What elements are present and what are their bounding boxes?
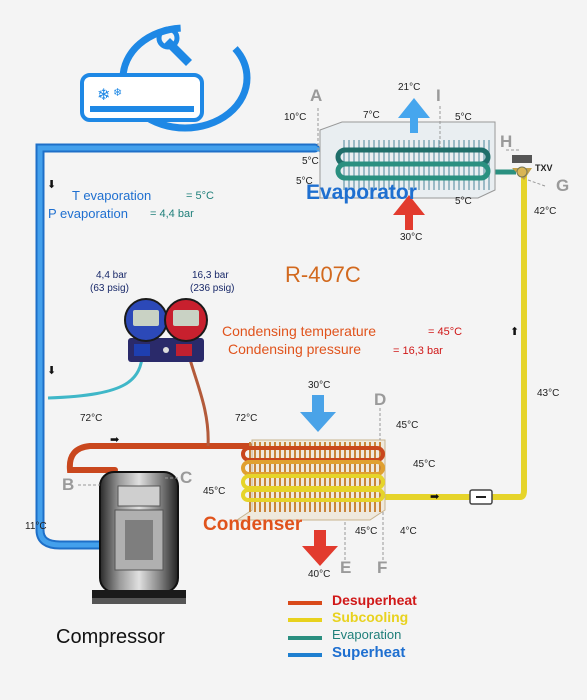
discharge-line [66, 443, 253, 473]
temp-air-out-evaporator: 21°C [398, 82, 421, 93]
txv-valve [512, 155, 532, 180]
filter-drier [469, 489, 493, 505]
point-label-e: E [340, 558, 352, 577]
svg-text:❄: ❄ [113, 87, 122, 99]
legend-label-evaporation: Evaporation [332, 627, 402, 642]
point-label-h: H [500, 132, 513, 151]
temp-discharge-mid: 72°C [235, 413, 258, 424]
air-conditioner-icon: ❄ ❄ [80, 24, 251, 132]
condensing-pressure-label: Condensing pressure [228, 341, 362, 357]
temp-evaporator-bottom: 5°C [455, 196, 472, 207]
point-label-f: F [377, 558, 388, 577]
evaporator-air-out-arrow [398, 98, 430, 133]
condenser-coil [235, 439, 386, 521]
point-label-g: G [556, 176, 570, 195]
condenser-air-in-arrow [300, 395, 336, 432]
point-label-d: D [374, 390, 387, 409]
temp-air-in-evaporator: 30°C [400, 232, 423, 243]
high-gauge-pressure-bar: 16,3 bar [192, 270, 229, 281]
temp-evaporator-inlet: 5°C [302, 156, 319, 167]
point-label-b: B [62, 475, 75, 494]
low-gauge-pressure-bar: 4,4 bar [96, 270, 128, 281]
point-label-i: I [436, 86, 441, 105]
evaporation-temp-label: T evaporation [72, 188, 152, 203]
condenser-air-out-arrow [302, 530, 338, 566]
liquid-line [382, 172, 527, 500]
txv-label: TXV [535, 163, 553, 173]
condensing-temp-value: = 45°C [428, 326, 463, 338]
condensing-temp-label: Condensing temperature [222, 323, 377, 339]
legend-swatch-superheat [288, 653, 322, 657]
temp-evaporator-top: 5°C [455, 112, 472, 123]
svg-text:❄: ❄ [97, 87, 110, 104]
high-side-hose [186, 351, 210, 447]
low-gauge-pressure-psig: (63 psig) [90, 283, 129, 294]
high-gauge-pressure-psig: (236 psig) [190, 283, 235, 294]
compressor-body [92, 471, 186, 604]
evaporator-coil [319, 121, 496, 199]
legend-swatch-evaporation [288, 636, 322, 640]
legend-label-desuperheat: Desuperheat [332, 592, 417, 608]
temp-condenser-left: 45°C [203, 486, 226, 497]
temp-air-in-condenser: 30°C [308, 380, 331, 391]
evaporator-title: Evaporator [306, 181, 417, 204]
evaporation-temp-value: = 5°C [186, 190, 214, 202]
evaporator-air-in-arrow [393, 195, 425, 230]
legend-swatch-subcooling [288, 618, 322, 622]
evaporation-pressure-value: = 4,4 bar [150, 208, 194, 220]
condenser-title: Condenser [203, 514, 303, 535]
temp-evaporator-left: 5°C [296, 176, 313, 187]
temp-condenser-top: 45°C [396, 420, 419, 431]
flow-arrow-down-1: ⬇ [47, 179, 56, 191]
refrigerant-label: R-407C [285, 262, 361, 287]
gauge-manifold [124, 298, 208, 362]
temp-air-out-condenser: 40°C [308, 569, 331, 580]
flow-arrow-down-2: ⬇ [47, 365, 56, 377]
legend-label-subcooling: Subcooling [332, 609, 409, 625]
flow-arrow-right-2: ➡ [430, 491, 439, 503]
temp-liquid-line: 43°C [537, 388, 560, 399]
temp-txv-inlet: 42°C [534, 206, 557, 217]
legend-swatch-desuperheat [288, 601, 322, 605]
point-label-c: C [180, 468, 193, 487]
temp-subcooled: 4°C [400, 526, 417, 537]
flow-arrow-right-1: ➡ [110, 434, 119, 446]
evaporation-pressure-label: P evaporation [48, 206, 128, 221]
point-label-a: A [310, 86, 323, 105]
condensing-pressure-value: = 16,3 bar [393, 345, 443, 357]
temp-suction: 11°C [25, 521, 47, 532]
compressor-title: Compressor [56, 626, 165, 648]
flow-arrow-up: ⬆ [510, 326, 519, 338]
temp-discharge-left: 72°C [80, 413, 103, 424]
legend-label-superheat: Superheat [332, 644, 406, 661]
temp-condenser-right: 45°C [413, 459, 436, 470]
temp-condenser-bottom: 45°C [355, 526, 378, 537]
temp-point-a: 10°C [284, 112, 307, 123]
temp-evaporator-mid: 7°C [363, 110, 380, 121]
